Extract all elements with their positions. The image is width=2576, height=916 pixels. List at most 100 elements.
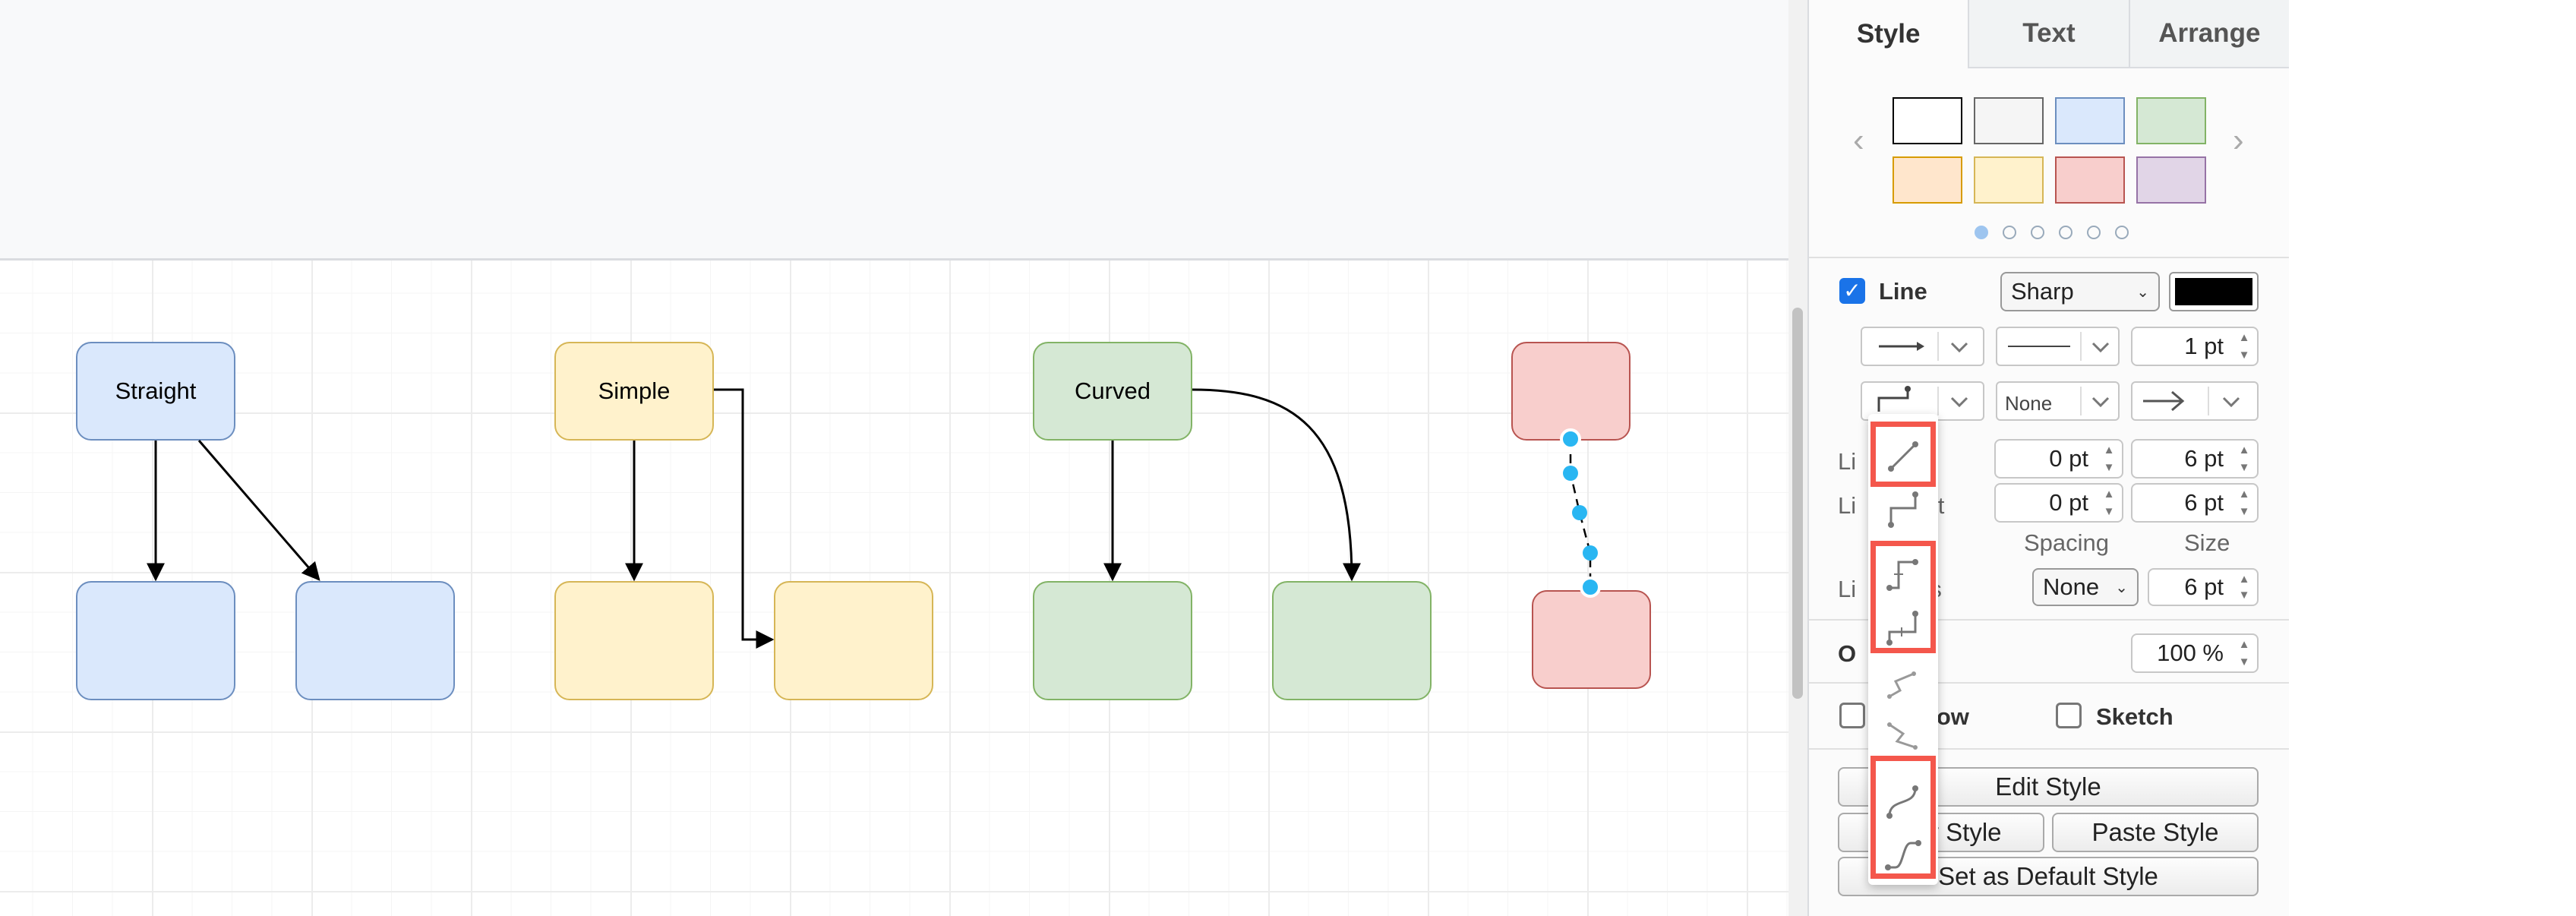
sketch-label: Sketch — [2096, 703, 2174, 730]
waypoint-horizontal-elbow-option[interactable] — [1868, 551, 1938, 598]
line-end-size-stepper[interactable]: ▲▼ — [2238, 444, 2250, 474]
swatch-page-dot-6[interactable] — [2115, 226, 2129, 239]
line-pattern-select[interactable] — [1996, 327, 2120, 366]
swatch-page-dot-4[interactable] — [2059, 226, 2072, 239]
line-start-size-stepper[interactable]: ▲▼ — [2238, 488, 2250, 518]
line-end-spacing-stepper[interactable]: ▲▼ — [2103, 444, 2115, 474]
opacity-stepper[interactable]: ▲▼ — [2238, 638, 2250, 668]
chevron-down-icon — [2080, 387, 2110, 415]
line-solid-icon — [2008, 332, 2110, 361]
chevron-right-icon[interactable]: › — [2233, 122, 2244, 159]
tab-style[interactable]: Style — [1809, 0, 1968, 68]
waypoint-vertical-elbow-option[interactable] — [1868, 604, 1938, 651]
highlight-box-elbow — [1870, 541, 1936, 653]
swatch-page-dot-1[interactable] — [1975, 226, 1988, 239]
swatch-page-dot-2[interactable] — [2003, 226, 2016, 239]
node-curved-target-2[interactable] — [1272, 581, 1432, 700]
node-simple-target-1[interactable] — [554, 581, 714, 700]
style-swatch-purple[interactable] — [2136, 156, 2206, 204]
waypoint-straight-option[interactable] — [1868, 433, 1938, 480]
waypoint-curved-option[interactable] — [1868, 779, 1938, 826]
style-swatch-gray[interactable] — [1974, 97, 2044, 144]
start-marker-value: None — [2005, 392, 2053, 415]
waypoint-entity-relation-option[interactable] — [1868, 830, 1938, 877]
tab-arrange[interactable]: Arrange — [2128, 0, 2289, 68]
line-jumps-size-field[interactable]: 6 pt ▲▼ — [2148, 568, 2259, 606]
sketch-checkbox[interactable] — [2056, 703, 2082, 728]
line-jumps-select[interactable]: None ⌄ — [2032, 568, 2139, 606]
line-jumps-size-stepper[interactable]: ▲▼ — [2238, 573, 2250, 602]
highlight-box-curved — [1870, 756, 1936, 879]
style-swatch-red[interactable] — [2055, 156, 2125, 204]
node-straight-target-2[interactable] — [295, 581, 455, 700]
scrollbar-thumb[interactable] — [1792, 308, 1803, 699]
node-straight-target-1[interactable] — [76, 581, 235, 700]
size-column-label: Size — [2184, 529, 2230, 556]
waypoint-entity-relation-icon — [1885, 840, 1921, 870]
style-swatch-white[interactable] — [1893, 97, 1962, 144]
line-width-stepper[interactable]: ▲▼ — [2238, 331, 2250, 362]
divider — [1809, 682, 2289, 684]
copy-style-label: y Style — [1926, 818, 2002, 846]
line-width-field[interactable]: 1 pt ▲▼ — [2131, 327, 2259, 366]
line-color-swatch — [2175, 278, 2252, 305]
divider — [1809, 257, 2289, 258]
line-start-size-field[interactable]: 6 pt ▲▼ — [2131, 483, 2259, 523]
line-start-label-start: Li — [1838, 492, 1857, 519]
line-arrow-icon — [1879, 332, 1968, 361]
divider — [1809, 619, 2289, 621]
waypoint-isometric-vertical-option[interactable] — [1868, 710, 1938, 757]
line-end-size-field[interactable]: 6 pt ▲▼ — [2131, 439, 2259, 479]
line-color-picker[interactable] — [2169, 272, 2259, 311]
paste-style-button[interactable]: Paste Style — [2052, 813, 2259, 852]
waypoint-orthogonal-icon — [1888, 491, 1918, 528]
line-checkbox[interactable]: ✓ — [1839, 278, 1865, 304]
connector-arrow-select[interactable] — [1861, 327, 1984, 366]
waypoint-orthogonal-option[interactable] — [1868, 486, 1938, 533]
node-straight-label: Straight — [115, 377, 197, 404]
waypoint-isometric-vertical-icon — [1887, 722, 1918, 750]
line-jumps-label-start: Li — [1838, 576, 1857, 602]
line-end-size-value: 6 pt — [2184, 445, 2224, 472]
chevron-left-icon[interactable]: ‹ — [1853, 122, 1864, 159]
node-curved[interactable]: Curved — [1033, 342, 1192, 441]
line-start-spacing-value: 0 pt — [2049, 489, 2088, 516]
line-label: Line — [1879, 278, 1927, 305]
canvas-scrollbar[interactable] — [1788, 0, 1807, 916]
node-curved-target-1[interactable] — [1033, 581, 1192, 700]
line-style-select[interactable]: Sharp ⌄ — [2000, 272, 2160, 311]
waypoint-curved-icon — [1886, 785, 1918, 819]
style-swatch-green[interactable] — [2136, 97, 2206, 144]
chevron-down-icon: ⌄ — [2136, 283, 2149, 301]
line-jumps-size-value: 6 pt — [2184, 573, 2224, 600]
format-tabs: Style Text Arrange — [1809, 0, 2289, 68]
node-red-target[interactable] — [1532, 590, 1651, 689]
swatch-page-dot-5[interactable] — [2087, 226, 2101, 239]
swatch-page-dot-3[interactable] — [2031, 226, 2044, 239]
line-end-spacing-field[interactable]: 0 pt ▲▼ — [1994, 439, 2123, 479]
start-marker-select[interactable]: None — [1996, 381, 2120, 421]
tab-text[interactable]: Text — [1968, 0, 2129, 68]
line-jumps-value: None — [2043, 573, 2100, 600]
node-simple-label: Simple — [598, 377, 671, 404]
node-red-source[interactable] — [1511, 342, 1631, 441]
style-swatch-blue[interactable] — [2055, 97, 2125, 144]
waypoint-orthogonal-icon — [1877, 386, 1968, 415]
waypoint-horizontal-elbow-icon — [1886, 559, 1918, 591]
end-arrow-icon — [2143, 387, 2240, 415]
line-start-spacing-field[interactable]: 0 pt ▲▼ — [1994, 483, 2123, 523]
shadow-checkbox[interactable] — [1839, 703, 1865, 728]
opacity-field[interactable]: 100 % ▲▼ — [2131, 633, 2259, 673]
node-simple-target-2[interactable] — [774, 581, 933, 700]
waypoint-isometric-option[interactable] — [1868, 661, 1938, 708]
line-start-spacing-stepper[interactable]: ▲▼ — [2103, 488, 2115, 518]
line-start-size-value: 6 pt — [2184, 489, 2224, 516]
divider — [1809, 748, 2289, 750]
style-swatch-orange[interactable] — [1893, 156, 1962, 204]
opacity-label-start: O — [1838, 640, 1857, 667]
line-style-value: Sharp — [2011, 278, 2074, 305]
node-simple[interactable]: Simple — [554, 342, 714, 441]
node-straight[interactable]: Straight — [76, 342, 235, 441]
style-swatch-yellow[interactable] — [1974, 156, 2044, 204]
end-marker-select[interactable] — [2131, 381, 2259, 421]
